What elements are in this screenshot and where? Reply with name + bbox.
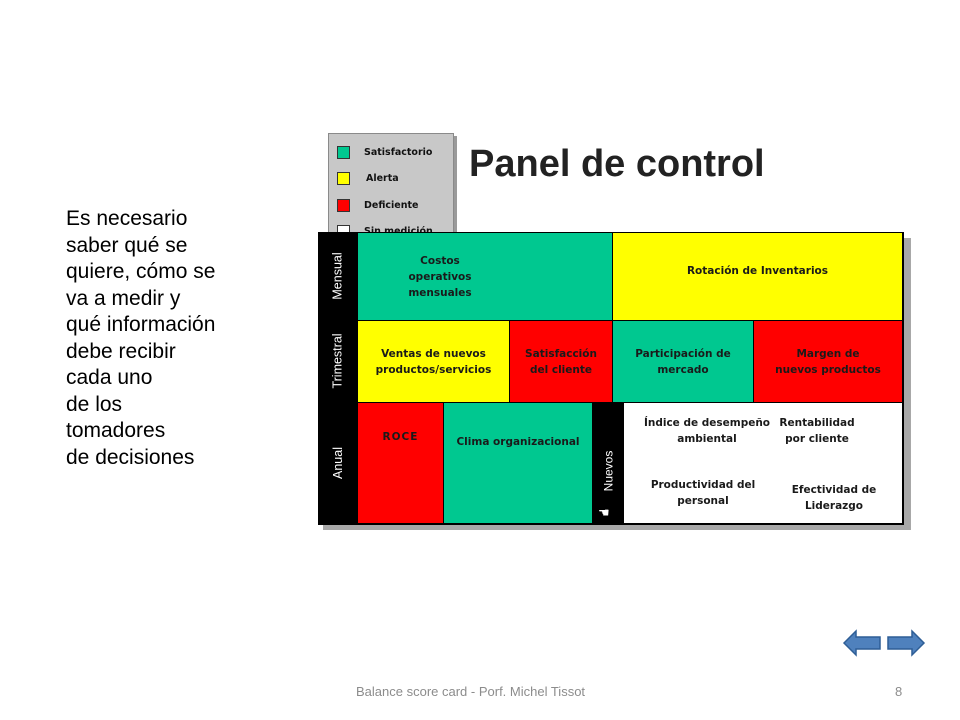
cell-costos-operativos: Costos operativos mensuales: [357, 232, 613, 321]
indicator-indice-desempeno: Índice de desempeño ambiental: [643, 417, 771, 445]
cell-text: ROCE: [382, 431, 419, 443]
forward-button[interactable]: [886, 628, 926, 658]
legend: Satisfactorio Alerta Deficiente Sin medi…: [328, 133, 454, 241]
cell-participacion-mercado: Participación de mercado: [612, 320, 754, 403]
legend-swatch: [337, 145, 350, 159]
description-line: cada uno: [66, 366, 153, 389]
row-label-text: Trimestral: [331, 333, 345, 389]
description-line: saber qué se: [66, 233, 188, 257]
row-label-trimestral: Trimestral: [318, 320, 358, 402]
legend-item-deficiente: Deficiente: [337, 192, 453, 219]
legend-item-satisfactorio: Satisfactorio: [337, 139, 453, 166]
row-label-anual: Anual: [318, 402, 358, 524]
cell-nuevos-indicadores: [622, 402, 903, 524]
cell-rotacion-inventarios: Rotación de Inventarios: [612, 232, 903, 321]
cell-clima-organizacional: Clima organizacional: [443, 402, 593, 524]
description-line: debe recibir: [66, 339, 176, 363]
row-label-text: Mensual: [331, 252, 345, 300]
row-label-text: Anual: [330, 447, 345, 479]
cell-text: Margen de nuevos productos: [775, 347, 881, 376]
description-line: qué información: [66, 313, 216, 336]
cell-satisfaccion-cliente: Satisfacción del cliente: [509, 320, 613, 403]
legend-label: Satisfactorio: [364, 146, 433, 158]
legend-label: Alerta: [366, 173, 399, 185]
cell-margen-nuevos: Margen de nuevos productos: [753, 320, 903, 403]
legend-label: Sin medición: [364, 226, 433, 237]
legend-swatch: [337, 198, 350, 212]
indicator-rentabilidad: Rentabilidad por cliente: [779, 417, 855, 445]
cell-text: Satisfacción del cliente: [525, 347, 597, 376]
hand-pointer-icon: ☚: [598, 505, 610, 520]
cell-text: Clima organizacional: [456, 436, 580, 448]
description-line: de decisiones: [66, 445, 195, 469]
legend-label: Deficiente: [364, 199, 419, 211]
indicator-productividad: Productividad del personal: [650, 479, 756, 507]
footer-text: Balance score card - Porf. Michel Tissot: [356, 684, 586, 699]
panel-title: Panel de control: [469, 143, 765, 185]
arrow-right-icon: [887, 629, 926, 657]
cell-roce: ROCE: [357, 402, 444, 524]
description-line: quiere, cómo se: [66, 260, 216, 283]
cell-text: Ventas de nuevos productos/servicios: [375, 347, 492, 376]
description-line: tomadores: [66, 419, 166, 442]
description-text: Es necesario saber qué se quiere, cómo s…: [66, 206, 266, 471]
cell-text: Participación de mercado: [635, 347, 731, 376]
row-label-mensual: Mensual: [318, 232, 358, 320]
cell-text: Rotación de Inventarios: [686, 264, 829, 277]
cell-ventas-nuevos: Ventas de nuevos productos/servicios: [357, 320, 510, 403]
description-line: Es necesario: [66, 207, 188, 230]
nuevos-label-bar: Nuevos ☚: [592, 402, 624, 524]
cell-text: Costos operativos mensuales: [408, 254, 472, 299]
nuevos-label: Nuevos: [601, 450, 615, 492]
back-button[interactable]: [842, 628, 882, 658]
legend-swatch: [337, 172, 350, 186]
legend-item-alerta: Alerta: [337, 166, 453, 193]
indicator-efectividad: Efectividad de Liderazgo: [791, 484, 877, 512]
description-line: de los: [66, 392, 123, 416]
page-number: 8: [895, 684, 903, 699]
arrow-left-icon: [842, 629, 881, 657]
description-line: va a medir y: [66, 286, 181, 310]
